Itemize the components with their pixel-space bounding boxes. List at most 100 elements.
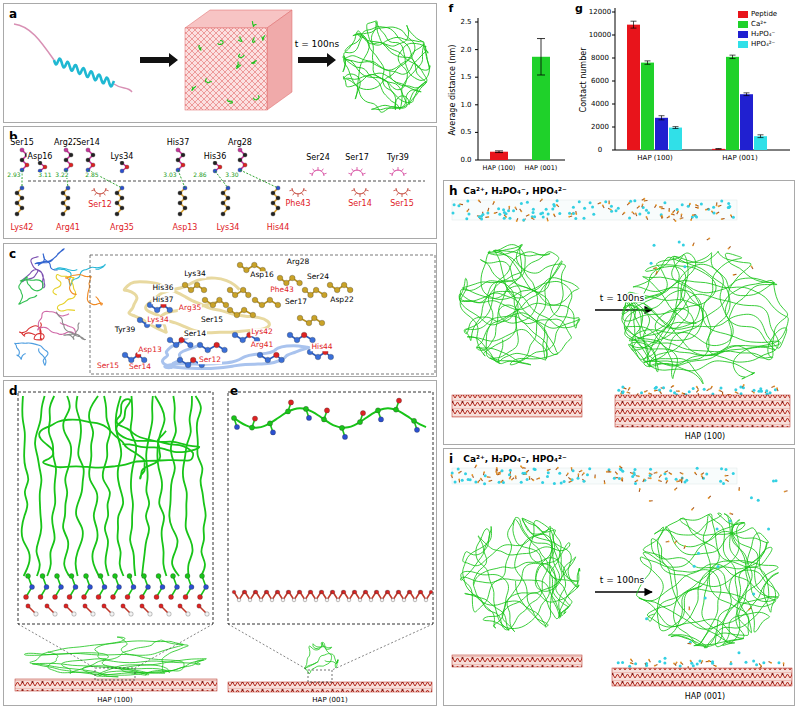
atom-ball: [141, 357, 147, 363]
tick-label: 4000: [590, 101, 610, 108]
panel-letter: i: [449, 453, 453, 465]
phosphate-ion: [488, 476, 491, 477]
phosphate-ion: [697, 387, 699, 389]
phosphate-ion: [649, 473, 651, 475]
phosphate-ion: [594, 477, 596, 479]
peptide-coil: [56, 312, 85, 340]
atom-ball: [64, 148, 68, 152]
atom-ball: [324, 408, 329, 413]
panel-h-art: [452, 198, 790, 427]
calcium-ion: [572, 469, 575, 472]
phosphate-ion: [615, 472, 617, 474]
atom-ball: [294, 337, 300, 343]
atom-ball: [287, 590, 291, 594]
phosphate-ion: [725, 475, 727, 477]
phosphate-ion: [528, 214, 530, 216]
atom-ball: [185, 362, 191, 368]
calcium-ion: [541, 481, 544, 484]
hbond-line: [178, 170, 185, 188]
atom-ball: [169, 595, 174, 600]
calcium-ion: [757, 390, 760, 393]
peptide-coil: [38, 311, 76, 334]
phosphate-ion: [604, 480, 605, 483]
hap-slab: [615, 395, 790, 427]
atom-ball: [38, 595, 43, 600]
phosphate-ion: [681, 214, 683, 217]
calcium-ion: [532, 211, 535, 214]
calcium-ion: [610, 205, 613, 208]
calcium-ion: [582, 480, 585, 483]
residue-label: Tyr39: [386, 154, 410, 162]
atom-ball: [271, 201, 275, 205]
calcium-ion: [719, 386, 722, 389]
hydrophobic-arc: [91, 189, 94, 191]
phosphate-ion: [608, 208, 611, 209]
residue-label: Ser14: [128, 363, 152, 371]
calcium-ion: [752, 592, 755, 595]
calcium-ion: [660, 213, 663, 216]
panel-e-art: [228, 392, 433, 692]
atom-ball: [353, 590, 357, 594]
distance-label: 3.03: [162, 172, 177, 178]
phosphate-ion: [497, 474, 500, 475]
peptide-coil: [124, 278, 269, 333]
legend-swatch: [738, 31, 748, 38]
atom-ball: [82, 595, 87, 600]
residue-label: Ser14: [183, 330, 207, 338]
atom-ball: [202, 297, 208, 303]
zoom-line: [135, 624, 213, 668]
calcium-ion: [772, 480, 775, 483]
calcium-ion: [481, 213, 484, 216]
calcium-ion: [725, 468, 728, 471]
panel-box: a: [3, 3, 437, 123]
phosphate-ion: [487, 476, 489, 478]
phosphate-ion: [483, 471, 485, 473]
calcium-ion: [454, 481, 457, 484]
calcium-ion: [678, 240, 681, 243]
error-bar: [631, 21, 637, 28]
atom-ball: [275, 302, 281, 308]
phosphate-ion: [659, 475, 661, 477]
phosphate-ion: [675, 541, 677, 543]
hydrophobic-arc: [302, 193, 304, 195]
phosphate-ion: [628, 388, 630, 391]
atom-ball: [312, 315, 318, 321]
calcium-ion: [546, 475, 549, 478]
time-label: t = 100ns: [599, 294, 645, 303]
hydrophobic-arc: [324, 173, 327, 175]
panel-box: de: [3, 380, 437, 706]
phosphate-ion: [488, 480, 490, 482]
atom-ball: [322, 292, 328, 298]
phosphate-ion: [556, 204, 558, 206]
atom-ball: [98, 574, 103, 579]
phosphate-ion: [675, 488, 677, 490]
phosphate-ion: [691, 509, 693, 511]
phosphate-ion: [656, 272, 657, 275]
phosphate-ion: [630, 662, 632, 664]
phosphate-ion: [556, 468, 558, 470]
residue-label: Asp13: [137, 346, 162, 354]
phosphate-ion: [707, 389, 710, 391]
calcium-ion: [633, 473, 636, 476]
hydrophobic-arc: [392, 170, 404, 176]
phosphate-ion: [467, 209, 469, 211]
phosphate-ion: [708, 497, 710, 499]
distance-label: 3.30: [224, 172, 239, 178]
residue-label: Ser24: [305, 154, 330, 162]
phosphate-ion: [531, 478, 533, 480]
atom-ball: [419, 590, 423, 594]
phosphate-ion: [675, 220, 677, 222]
chart-legend: PeptideCa²⁺H₂PO₄⁻HPO₄²⁻: [738, 10, 777, 50]
phosphate-ion: [639, 489, 641, 492]
phosphate-ion: [624, 212, 626, 214]
calcium-ion: [508, 217, 511, 220]
calcium-ion: [551, 207, 554, 210]
peptide-coil: [218, 40, 223, 44]
calcium-ion: [662, 386, 665, 389]
atom-ball: [61, 212, 65, 216]
residue-label: Ser24: [306, 273, 330, 281]
phosphate-ion: [771, 386, 774, 387]
bar: [740, 94, 753, 150]
phosphate-ion: [718, 205, 720, 207]
atom-ball: [178, 212, 182, 216]
